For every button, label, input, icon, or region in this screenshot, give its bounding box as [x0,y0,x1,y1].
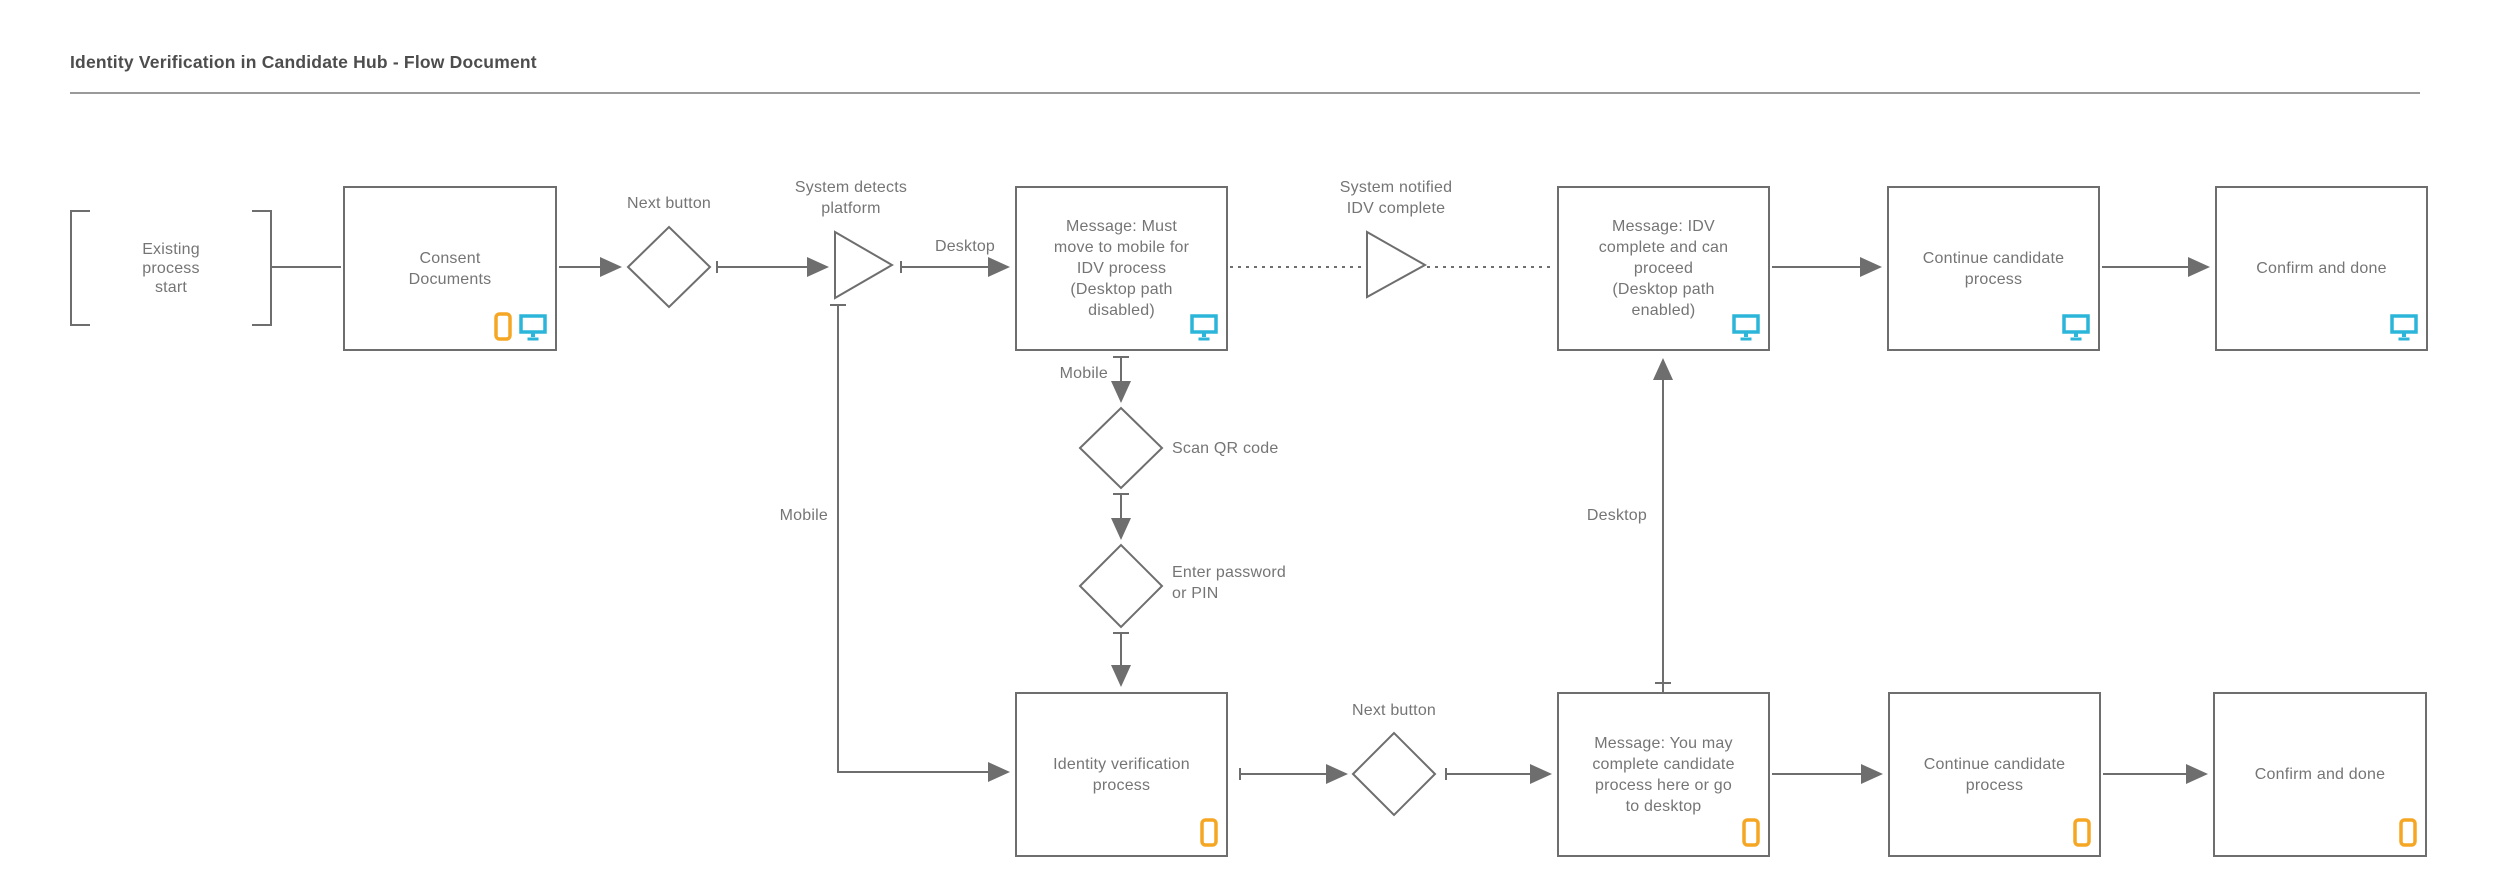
device-icons [2399,818,2417,847]
page-title: Identity Verification in Candidate Hub -… [70,52,537,72]
step-label: Message: IDV complete and can proceed (D… [1598,218,1729,319]
smartphone-icon [1742,818,1760,847]
device-icons [494,312,547,341]
step-label: Consent Documents [408,249,492,288]
step-label: Confirm and done [2254,766,2386,783]
trigger-triangle-system-detects [834,230,894,300]
label-next-button-bottom: Next button [1351,702,1437,719]
start-terminator: Existing process start [70,210,272,326]
step-consent-documents: Consent Documents [343,186,557,351]
smartphone-icon [494,312,512,341]
step-identity-verification: Identity verification process [1015,692,1228,857]
label-mobile-branch-left: Mobile [779,507,828,524]
step-continue-candidate-bottom: Continue candidate process [1888,692,2101,857]
device-icons [1190,314,1218,341]
monitor-icon [2062,314,2090,341]
device-icons [2062,314,2090,341]
title-divider [70,92,2420,94]
smartphone-icon [2073,818,2091,847]
step-message-must-move-mobile: Message: Must move to mobile for IDV pro… [1015,186,1228,351]
smartphone-icon [2399,818,2417,847]
smartphone-icon [1200,818,1218,847]
label-mobile-branch-drop: Mobile [1059,365,1108,382]
label-system-detects-platform: System detects platform [794,179,908,217]
step-label: Confirm and done [2256,260,2387,277]
step-message-complete-here-or-desktop: Message: You may complete candidate proc… [1557,692,1770,857]
label-desktop-branch: Desktop [934,238,996,255]
label-system-notified: System notified IDV complete [1339,179,1453,217]
edge-detect-mobile-to-idv [837,305,1010,782]
trigger-triangle-system-notified [1366,230,1428,299]
device-icons [2073,818,2091,847]
step-message-idv-complete: Message: IDV complete and can proceed (D… [1557,186,1770,351]
device-icons [1200,818,1218,847]
decision-diamond-next-button-bottom [1351,731,1437,817]
decision-diamond-enter-password [1078,543,1164,629]
decision-diamond-scan-qr [1078,406,1164,490]
step-label: Continue candidate process [1922,249,2065,288]
label-desktop-return: Desktop [1586,507,1647,524]
monitor-icon [2390,314,2418,341]
device-icons [2390,314,2418,341]
start-label: Existing process start [142,240,200,296]
step-label: Identity verification process [1053,755,1190,794]
step-label: Continue candidate process [1923,755,2066,794]
monitor-icon [519,314,547,341]
step-label: Message: You may complete candidate proc… [1592,734,1735,815]
monitor-icon [1732,314,1760,341]
device-icons [1742,818,1760,847]
device-icons [1732,314,1760,341]
step-continue-candidate-top: Continue candidate process [1887,186,2100,351]
label-scan-qr: Scan QR code [1172,440,1279,457]
label-enter-password: Enter password or PIN [1172,564,1286,602]
step-label: Message: Must move to mobile for IDV pro… [1053,218,1190,319]
monitor-icon [1190,314,1218,341]
step-confirm-done-top: Confirm and done [2215,186,2428,351]
label-next-button-top: Next button [626,195,712,212]
step-confirm-done-bottom: Confirm and done [2213,692,2427,857]
decision-diamond-next-button-top [626,225,712,309]
